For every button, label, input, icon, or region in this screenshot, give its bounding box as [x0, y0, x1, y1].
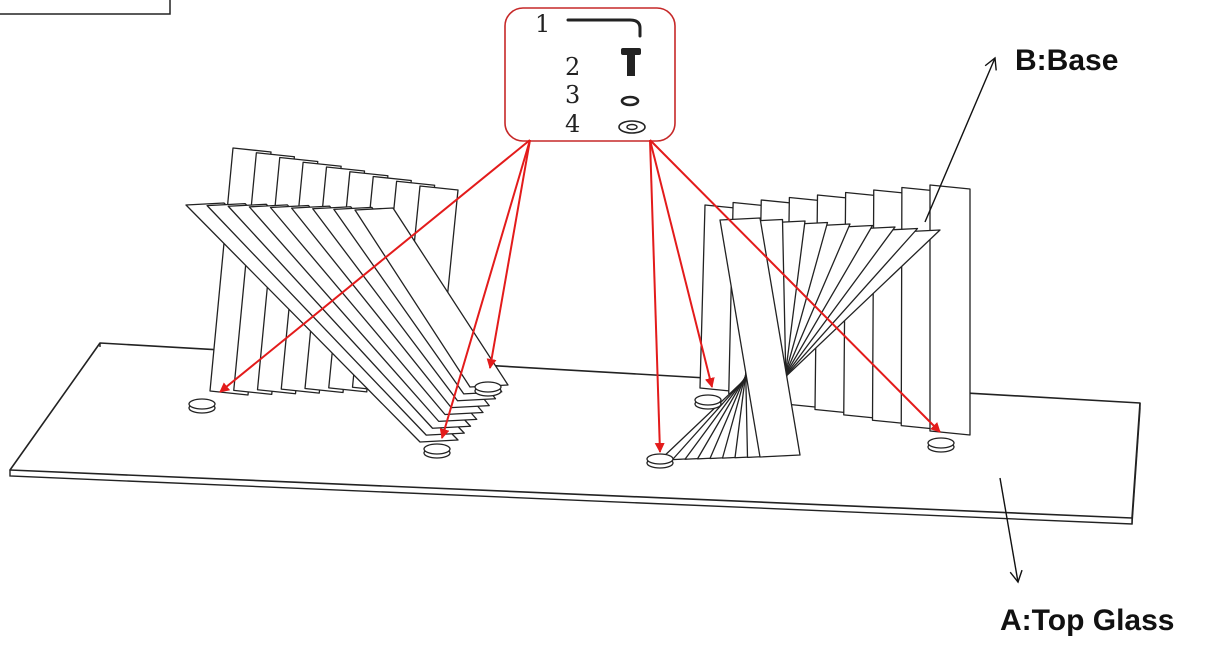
- mounting-pads: [188, 381, 955, 469]
- hardware-number-3: 3: [565, 81, 580, 109]
- hardware-number-1: 1: [535, 10, 550, 38]
- top-glass-label-group: A:Top Glass: [999, 477, 1174, 637]
- base-label: B:Base: [1015, 44, 1118, 77]
- pad-top: [188, 398, 216, 410]
- top-glass-label: A:Top Glass: [1000, 604, 1174, 637]
- bolt-icon: [621, 48, 641, 76]
- spring-washer-icon: [620, 95, 640, 107]
- corner-frame: [0, 0, 171, 15]
- left-base: [185, 147, 509, 443]
- callout-arrows: [219, 139, 941, 453]
- pad-top: [646, 453, 674, 465]
- flat-washer-icon: [618, 120, 646, 134]
- base-label-group: B:Base: [924, 44, 1118, 223]
- allen-key-icon: [566, 18, 642, 38]
- base-fin: [719, 217, 801, 458]
- base-fin: [929, 184, 971, 436]
- hardware-number-2: 2: [565, 53, 580, 81]
- hardware-callout: 1 2 3 4: [504, 7, 676, 142]
- pad-top: [927, 437, 955, 449]
- pad-top: [694, 394, 722, 406]
- right-base: [659, 184, 971, 461]
- pad-top: [474, 381, 502, 393]
- hardware-number-4: 4: [565, 110, 580, 138]
- pad-top: [423, 443, 451, 455]
